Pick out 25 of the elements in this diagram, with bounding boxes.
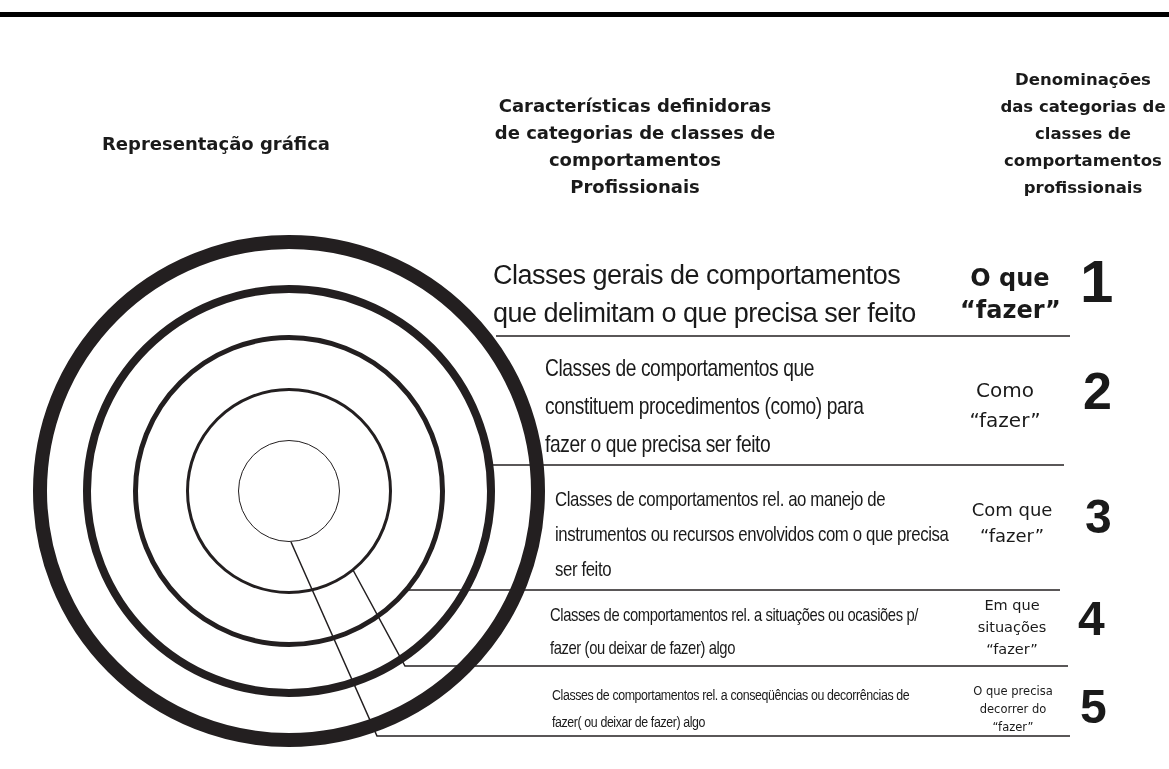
category-number: 5 [1080,683,1107,731]
category-name: O que precisa decorrer do “fazer” [972,683,1054,736]
category-number: 2 [1083,365,1112,417]
leader-line [495,335,514,337]
category-name: O que “fazer” [960,263,1060,326]
category-number: 4 [1078,595,1105,643]
category-name: Com que “fazer” [970,498,1054,548]
column-heading: Características definidoras de categorias de classes de comportamentos Profissionais [493,94,777,199]
column-heading: Representação gráfica [100,132,330,156]
category-number: 1 [1080,252,1114,312]
column-heading: Denominações das categorias de classes de comportamentos profissionais [999,69,1167,199]
category-description: Classes gerais de comportamentos que delimitam o que precisa ser feito [493,256,943,336]
ring [133,335,445,647]
ring [186,388,392,594]
category-description: Classes de comportamentos rel. a conseqüências ou decorrências de fazer( ou deixar de fazer) algo [552,681,912,736]
category-name: Em que situações “fazer” [976,596,1048,659]
ring [83,285,495,697]
leader-line [290,541,573,737]
category-number: 3 [1085,493,1112,541]
category-description: Classes de comportamentos que constituem procedimentos (como) para fazer o que precisa ser feito [545,349,885,465]
leader-line [352,569,571,667]
leader-line [491,464,566,466]
category-name: Como “fazer” [968,377,1042,434]
category-description: Classes de comportamentos rel. ao manejo de instrumentos ou recursos envolvidos com o que precisa ser feito [555,481,949,590]
category-description: Classes de comportamentos rel. a situações ou ocasiões p/ fazer (ou deixar de fazer) algo [550,598,935,666]
